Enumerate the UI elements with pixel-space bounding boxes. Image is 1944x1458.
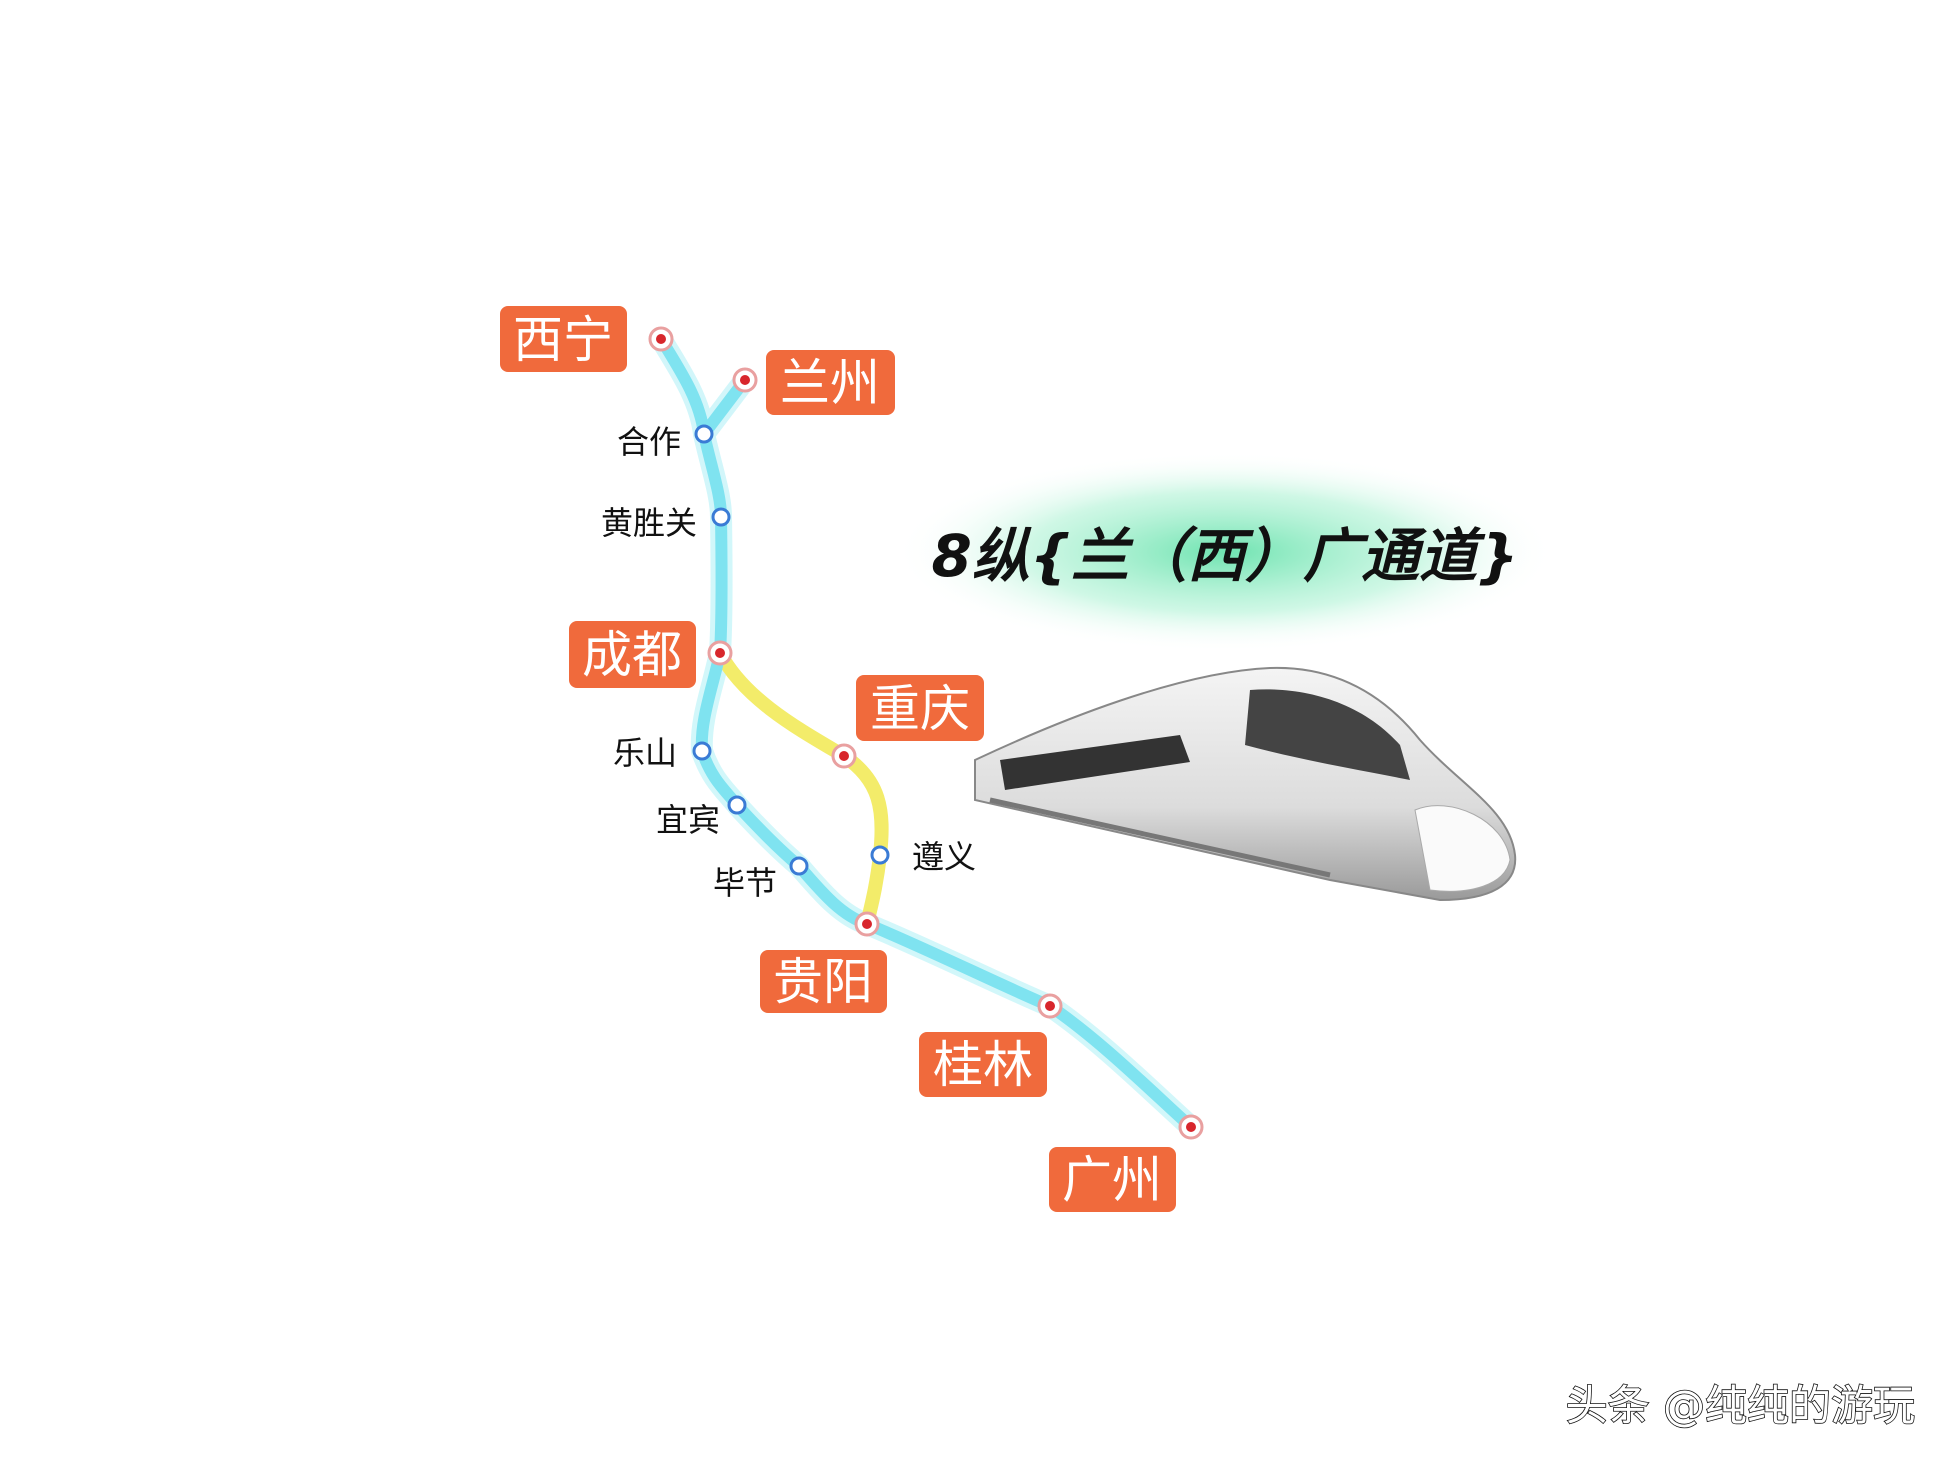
label-chengdu: 成都 — [569, 621, 696, 688]
label-xining: 西宁 — [500, 306, 627, 372]
svg-text:成都: 成都 — [582, 626, 682, 684]
minor-station-dots — [692, 424, 890, 876]
label-lanzhou: 兰州 — [766, 350, 895, 415]
major-station-labels: 西宁 兰州 成都 重庆 贵阳 桂林 广州 — [500, 306, 1176, 1212]
label-bijie: 毕节 — [713, 864, 777, 902]
label-zunyi: 遵义 — [912, 838, 976, 876]
label-guangzhou: 广州 — [1049, 1147, 1176, 1212]
branch-line-chongqing — [713, 646, 889, 931]
svg-text:贵阳: 贵阳 — [773, 953, 873, 1011]
label-yibin: 宜宾 — [656, 801, 720, 839]
svg-text:西宁: 西宁 — [513, 311, 613, 369]
label-guilin: 桂林 — [919, 1032, 1047, 1097]
label-leshan: 乐山 — [613, 734, 677, 772]
watermark: 头条 @纯纯的游玩 — [1566, 1381, 1915, 1430]
major-station-dots — [648, 326, 1204, 1140]
diagram-title: 8纵{兰（西）广通道} — [932, 522, 1519, 590]
main-line — [655, 333, 1197, 1133]
svg-text:桂林: 桂林 — [933, 1036, 1033, 1094]
label-guiyang: 贵阳 — [760, 950, 887, 1013]
minor-station-labels: 合作 黄胜关 乐山 宜宾 毕节 遵义 — [601, 423, 976, 902]
label-hezuo: 合作 — [617, 423, 681, 461]
svg-text:重庆: 重庆 — [870, 680, 970, 738]
title-glow — [895, 452, 1555, 652]
svg-text:兰州: 兰州 — [780, 354, 880, 412]
svg-text:广州: 广州 — [1062, 1151, 1162, 1209]
label-huangshengguan: 黄胜关 — [601, 504, 697, 542]
label-chongqing: 重庆 — [856, 675, 984, 741]
high-speed-train-image — [974, 666, 1517, 932]
